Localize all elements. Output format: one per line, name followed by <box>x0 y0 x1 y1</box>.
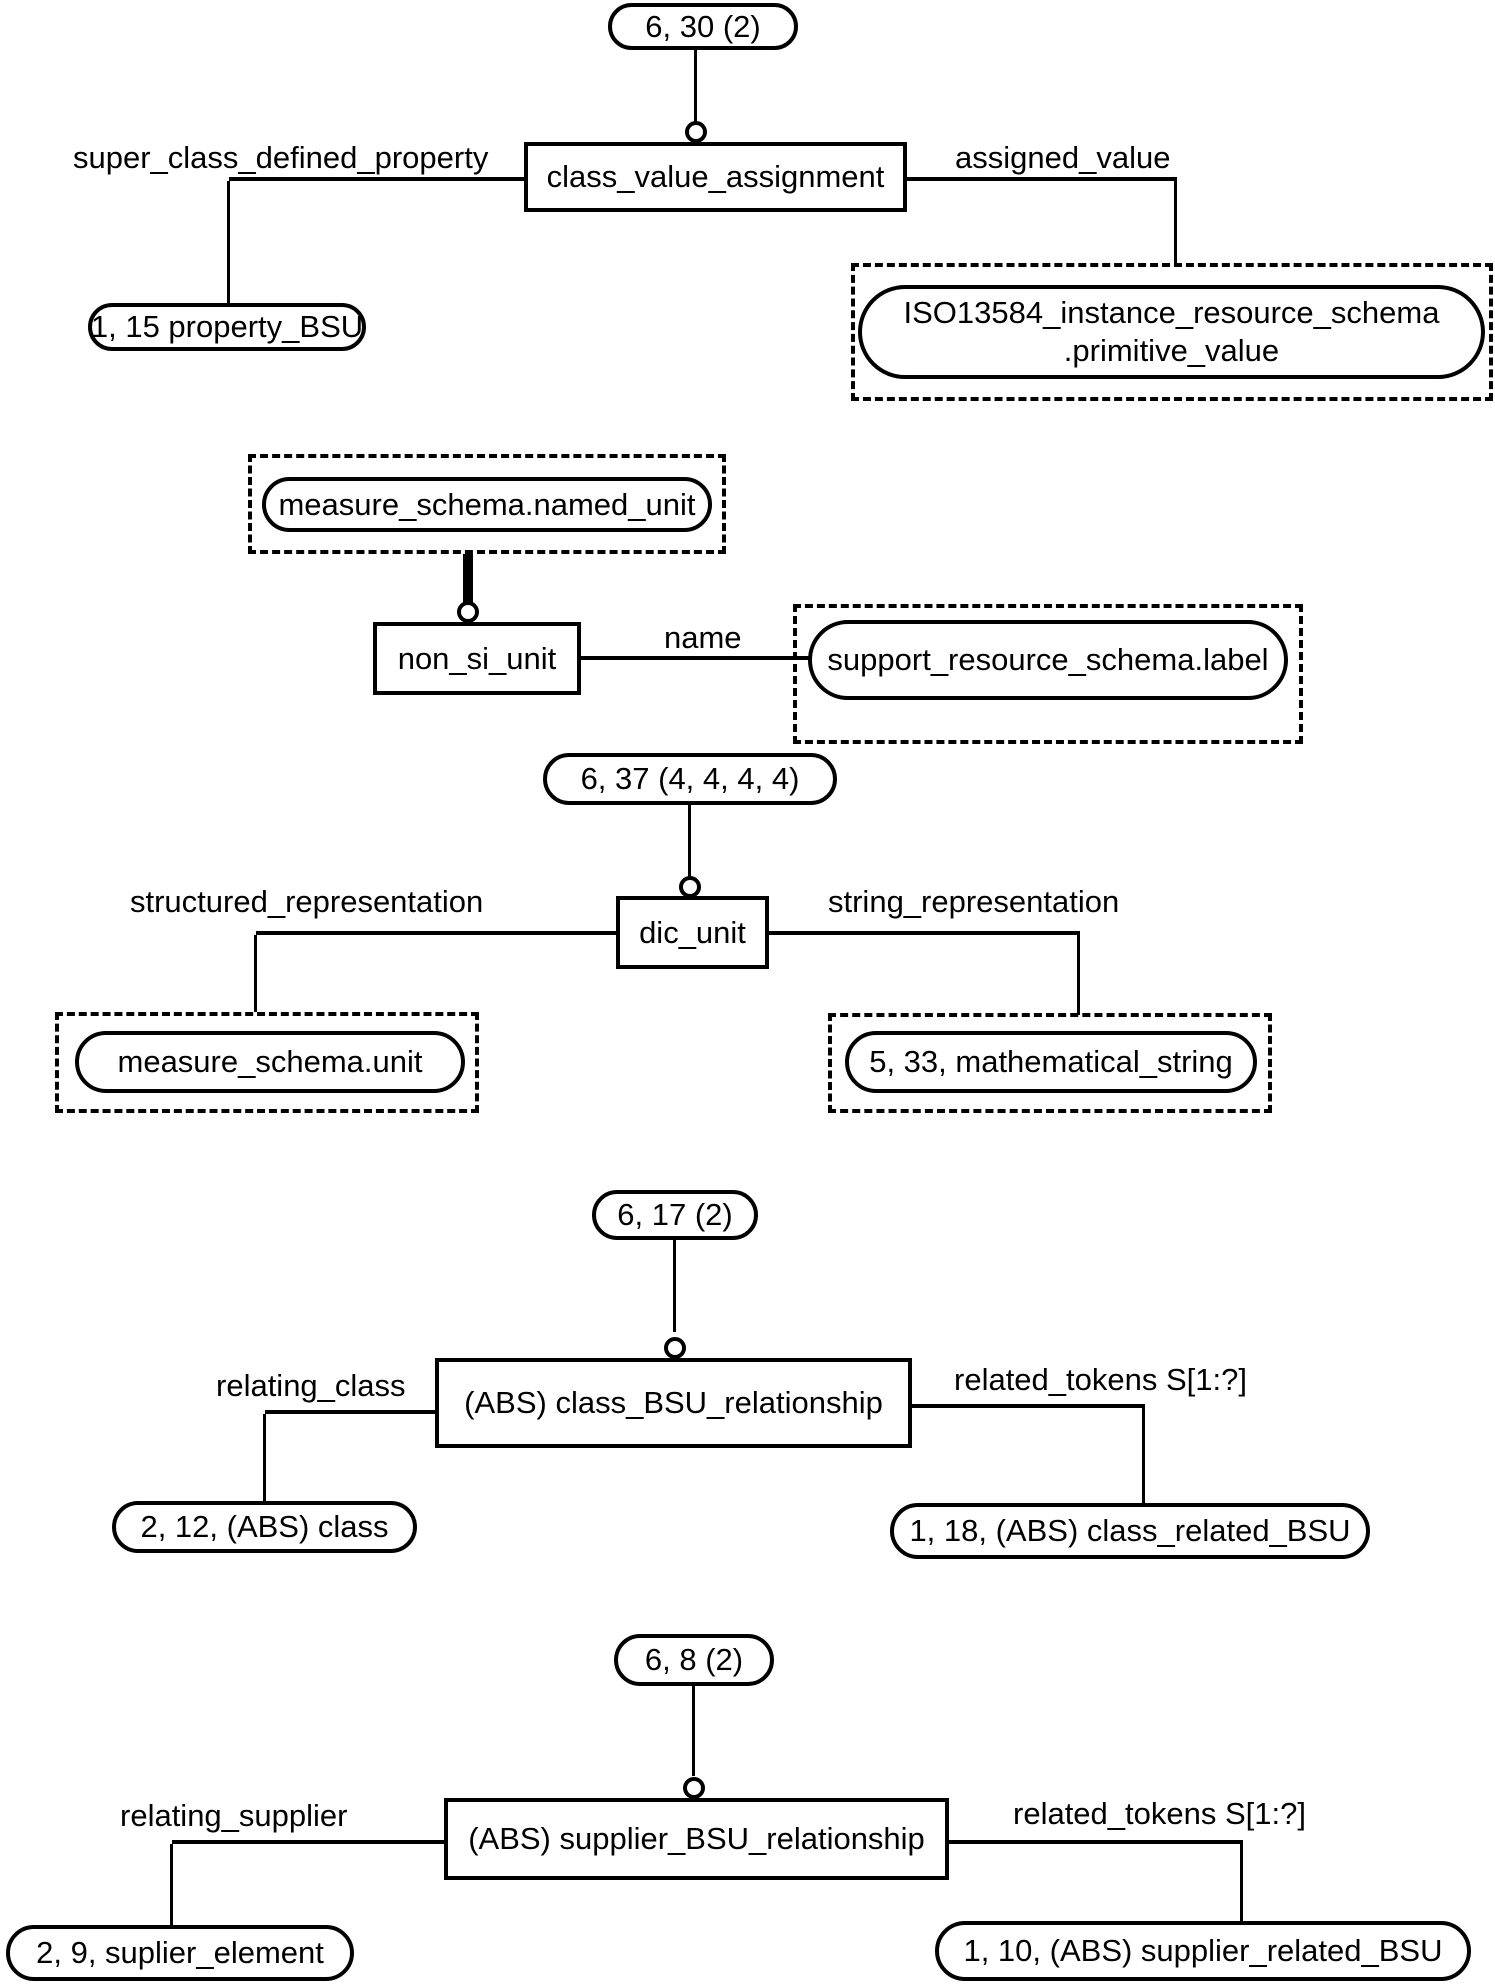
attribute-line-horizontal <box>912 1404 1145 1408</box>
attribute-label: string_representation <box>828 884 1120 919</box>
interschema-boundary <box>851 263 1493 401</box>
interschema-ref-line1: ISO13584_instance_resource_schema <box>903 295 1440 330</box>
attribute-label: name <box>664 620 742 655</box>
entity-box: (ABS) class_BSU_relationship <box>435 1358 912 1448</box>
attribute-line-horizontal <box>907 177 1177 181</box>
attribute-line-horizontal <box>229 177 524 181</box>
interschema-ref-pill: support_resource_schema.label <box>808 620 1288 700</box>
ref-line <box>688 805 691 878</box>
interschema-boundary <box>248 454 726 554</box>
ref-line <box>694 50 697 123</box>
open-circle-connector <box>683 1777 705 1799</box>
attribute-label: assigned_value <box>955 140 1171 175</box>
ref-line <box>692 1686 695 1776</box>
ref-line <box>673 1240 676 1332</box>
open-circle-connector <box>664 1337 686 1359</box>
entity-box: (ABS) supplier_BSU_relationship <box>444 1798 949 1880</box>
page-ref-pill: 6, 30 (2) <box>608 3 798 50</box>
attribute-label: super_class_defined_property <box>73 140 489 175</box>
attribute-line-vertical <box>170 1844 173 1926</box>
attribute-label: relating_class <box>216 1368 406 1403</box>
open-circle-connector <box>679 876 701 898</box>
interschema-ref-pill: 5, 33, mathematical_string <box>845 1031 1257 1093</box>
page-ref-pill: 6, 17 (2) <box>592 1190 758 1240</box>
entity-box: non_si_unit <box>373 622 581 695</box>
attribute-line-horizontal <box>769 931 1080 935</box>
attribute-line-vertical <box>1240 1844 1243 1922</box>
attribute-label: structured_representation <box>130 884 484 919</box>
entity-ref-pill: 1, 18, (ABS) class_related_BSU <box>890 1503 1370 1559</box>
open-circle-connector <box>685 121 707 143</box>
page-ref-pill: 6, 8 (2) <box>614 1634 774 1686</box>
attribute-line-horizontal <box>172 1840 444 1844</box>
attribute-line-horizontal <box>265 1410 435 1414</box>
attribute-line-horizontal <box>256 931 616 935</box>
supertype-line <box>463 554 473 604</box>
entity-ref-pill: 2, 9, suplier_element <box>6 1925 354 1981</box>
entity-ref-pill: 1, 15 property_BSU <box>88 303 366 351</box>
attribute-label: relating_supplier <box>120 1798 348 1833</box>
attribute-label: related_tokens S[1:?] <box>954 1362 1247 1397</box>
attribute-line-vertical <box>263 1414 266 1501</box>
attribute-label: related_tokens S[1:?] <box>1013 1796 1306 1831</box>
interschema-ref-pill: measure_schema.named_unit <box>262 477 712 532</box>
interschema-boundary <box>793 604 1303 744</box>
attribute-line-vertical <box>227 181 230 303</box>
attribute-line-horizontal <box>581 656 813 660</box>
interschema-boundary <box>828 1013 1272 1113</box>
attribute-line-vertical <box>1174 181 1177 263</box>
page-ref-pill: 6, 37 (4, 4, 4, 4) <box>543 753 837 805</box>
attribute-line-vertical <box>1077 935 1080 1015</box>
interschema-ref-pill: measure_schema.unit <box>75 1031 465 1093</box>
entity-box: dic_unit <box>616 896 769 969</box>
attribute-line-vertical <box>254 935 257 1012</box>
interschema-ref-pill: ISO13584_instance_resource_schema .primi… <box>858 285 1485 379</box>
attribute-line-vertical <box>1142 1408 1145 1503</box>
interschema-boundary <box>55 1012 479 1113</box>
entity-ref-pill: 1, 10, (ABS) supplier_related_BSU <box>935 1921 1471 1981</box>
open-circle-connector <box>457 601 479 623</box>
interschema-ref-line2: .primitive_value <box>1063 333 1280 368</box>
attribute-line-horizontal <box>949 1840 1243 1844</box>
entity-ref-pill: 2, 12, (ABS) class <box>112 1501 417 1553</box>
entity-box: class_value_assignment <box>524 142 907 212</box>
